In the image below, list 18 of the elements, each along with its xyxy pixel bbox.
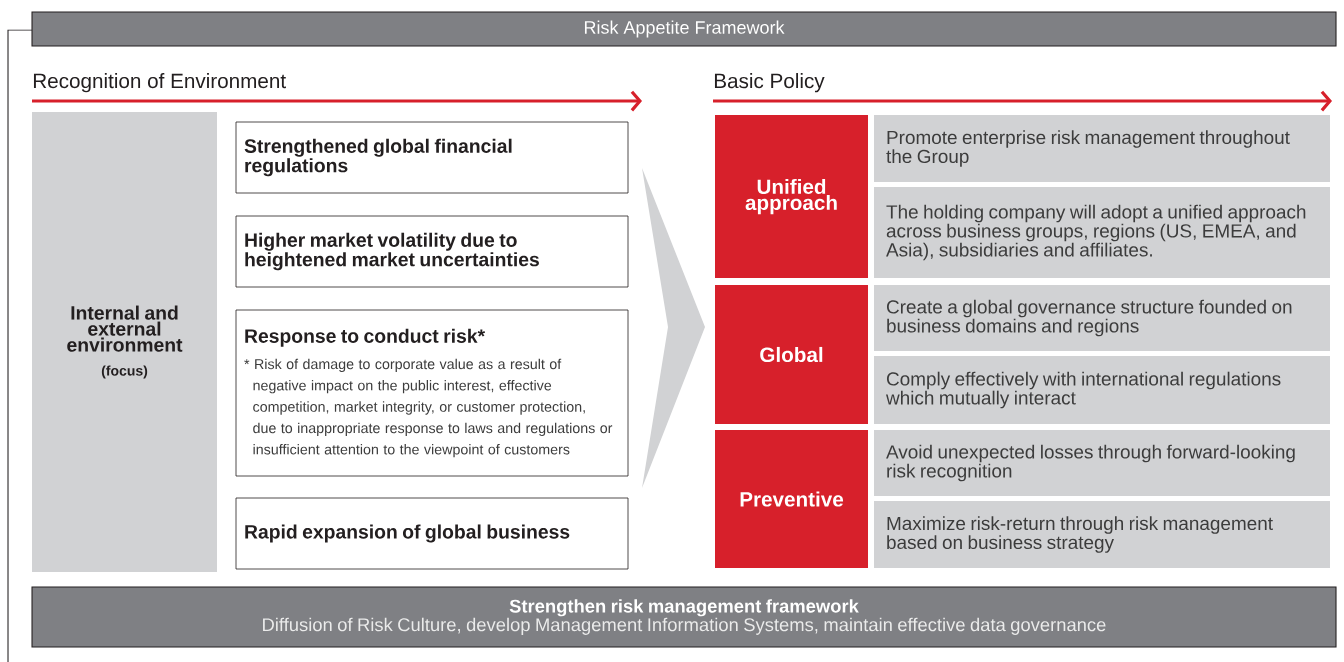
policy-detail-box: Create a global governance structure founded on business domains and regions [874, 285, 1330, 351]
title-band: Risk Appetite Framework [31, 11, 1337, 47]
framework-band: Strengthen risk management framework Diffusion of Risk Culture, develop Management Information Systems, maintain effective data governance [31, 586, 1337, 648]
policy-detail-box: The holding company will adopt a unified approach across business groups, regions (US, EMEA, and Asia), subsidiaries and affiliates. [874, 187, 1330, 278]
policy-box: Unified approach [715, 115, 868, 278]
policy-detail-box: Avoid unexpected losses through forward-looking risk recognition [874, 430, 1330, 496]
item-box: Higher market volatility due to heightened market uncertainties [235, 215, 629, 288]
item-box: Rapid expansion of global business [235, 497, 629, 570]
policy-detail-box: Promote enterprise risk management throughout the Group [874, 115, 1330, 182]
policy-box: Preventive [715, 430, 868, 568]
policy-box: Global [715, 285, 868, 424]
environment-panel: Internal and external environment (focus) [32, 112, 217, 572]
policy-detail-box: Maximize risk-return through risk management based on business strategy [874, 501, 1330, 568]
item-box: Strengthened global financial regulations [235, 121, 629, 194]
item-box: Response to conduct risk* * Risk of damage to corporate value as a result of negative impact on the public interest, effective competition, market integrity, or customer protection, due to inappropriate response to laws and regulations or insufficient attention to the viewpoint of customers [235, 309, 629, 477]
policy-detail-box: Comply effectively with international regulations which mutually interact [874, 356, 1330, 424]
section-heading: Basic Policy [714, 73, 825, 93]
section-heading: Recognition of Environment [33, 73, 286, 93]
